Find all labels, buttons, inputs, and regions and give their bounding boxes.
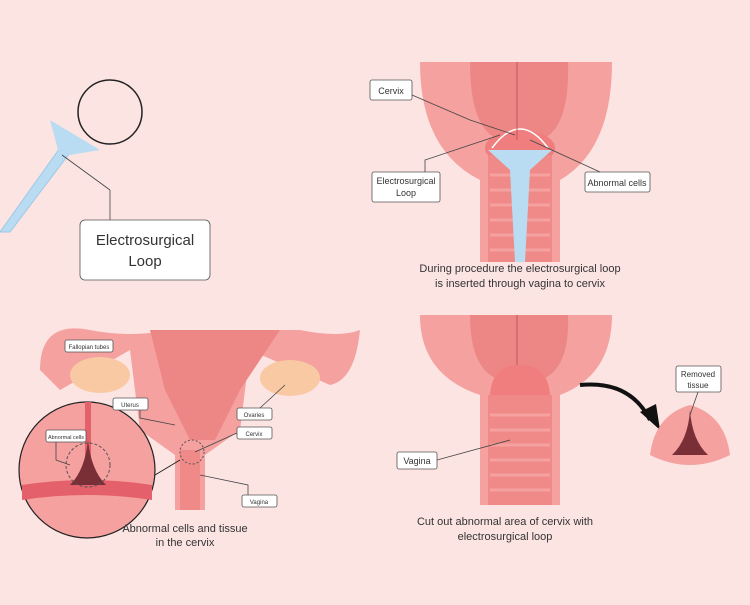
procedure-caption-2: is inserted through vagina to cervix — [435, 278, 605, 290]
svg-text:Abnormal cells: Abnormal cells — [587, 178, 647, 188]
result-label-removed: Removed tissue — [675, 365, 722, 416]
procedure-diagram — [420, 62, 612, 262]
svg-text:Fallopian tubes: Fallopian tubes — [69, 345, 110, 351]
anatomy-label-abnormal: Abnormal cells — [45, 429, 87, 466]
result-caption-2: electrosurgical loop — [458, 531, 553, 543]
anatomy-label-fallopian: Fallopian tubes — [64, 339, 114, 353]
result-caption-1: Cut out abnormal area of cervix with — [417, 516, 593, 528]
svg-text:Abnormal cells: Abnormal cells — [48, 435, 84, 441]
svg-text:Electrosurgical: Electrosurgical — [376, 176, 435, 186]
svg-text:Ovaries: Ovaries — [244, 413, 265, 419]
result-diagram — [420, 315, 660, 505]
svg-text:tissue: tissue — [688, 381, 709, 390]
svg-text:Cervix: Cervix — [245, 432, 262, 438]
anatomy-label-uterus: Uterus — [112, 397, 176, 426]
svg-text:Cervix: Cervix — [378, 86, 404, 96]
uterus-diagram — [40, 328, 360, 510]
anatomy-caption-1: Abnormal cells and tissue — [122, 523, 247, 535]
svg-text:Electrosurgical: Electrosurgical — [96, 232, 194, 249]
svg-text:Loop: Loop — [128, 253, 161, 270]
anatomy-label-cervix: Cervix — [194, 426, 273, 453]
procedure-caption-1: During procedure the electrosurgical loo… — [419, 263, 620, 275]
anatomy-label-ovaries: Ovaries — [236, 384, 286, 421]
anatomy-caption-2: in the cervix — [156, 537, 215, 549]
procedure-label-loop: Electrosurgical Loop — [371, 134, 501, 203]
procedure-label-abnormal: Abnormal cells — [529, 139, 651, 193]
svg-text:Vagina: Vagina — [403, 456, 430, 466]
svg-text:Vagina: Vagina — [250, 500, 269, 506]
anatomy-label-vagina: Vagina — [199, 474, 278, 508]
electrosurgical-loop-tool — [0, 79, 143, 233]
magnified-cervix — [18, 401, 156, 539]
procedure-label-cervix: Cervix — [369, 79, 516, 136]
svg-text:Uterus: Uterus — [121, 403, 139, 409]
svg-text:Loop: Loop — [396, 188, 416, 198]
svg-text:Removed: Removed — [681, 370, 715, 379]
removed-tissue — [650, 405, 730, 465]
tool-label: Electrosurgical Loop — [79, 219, 211, 281]
result-label-vagina: Vagina — [396, 439, 511, 470]
